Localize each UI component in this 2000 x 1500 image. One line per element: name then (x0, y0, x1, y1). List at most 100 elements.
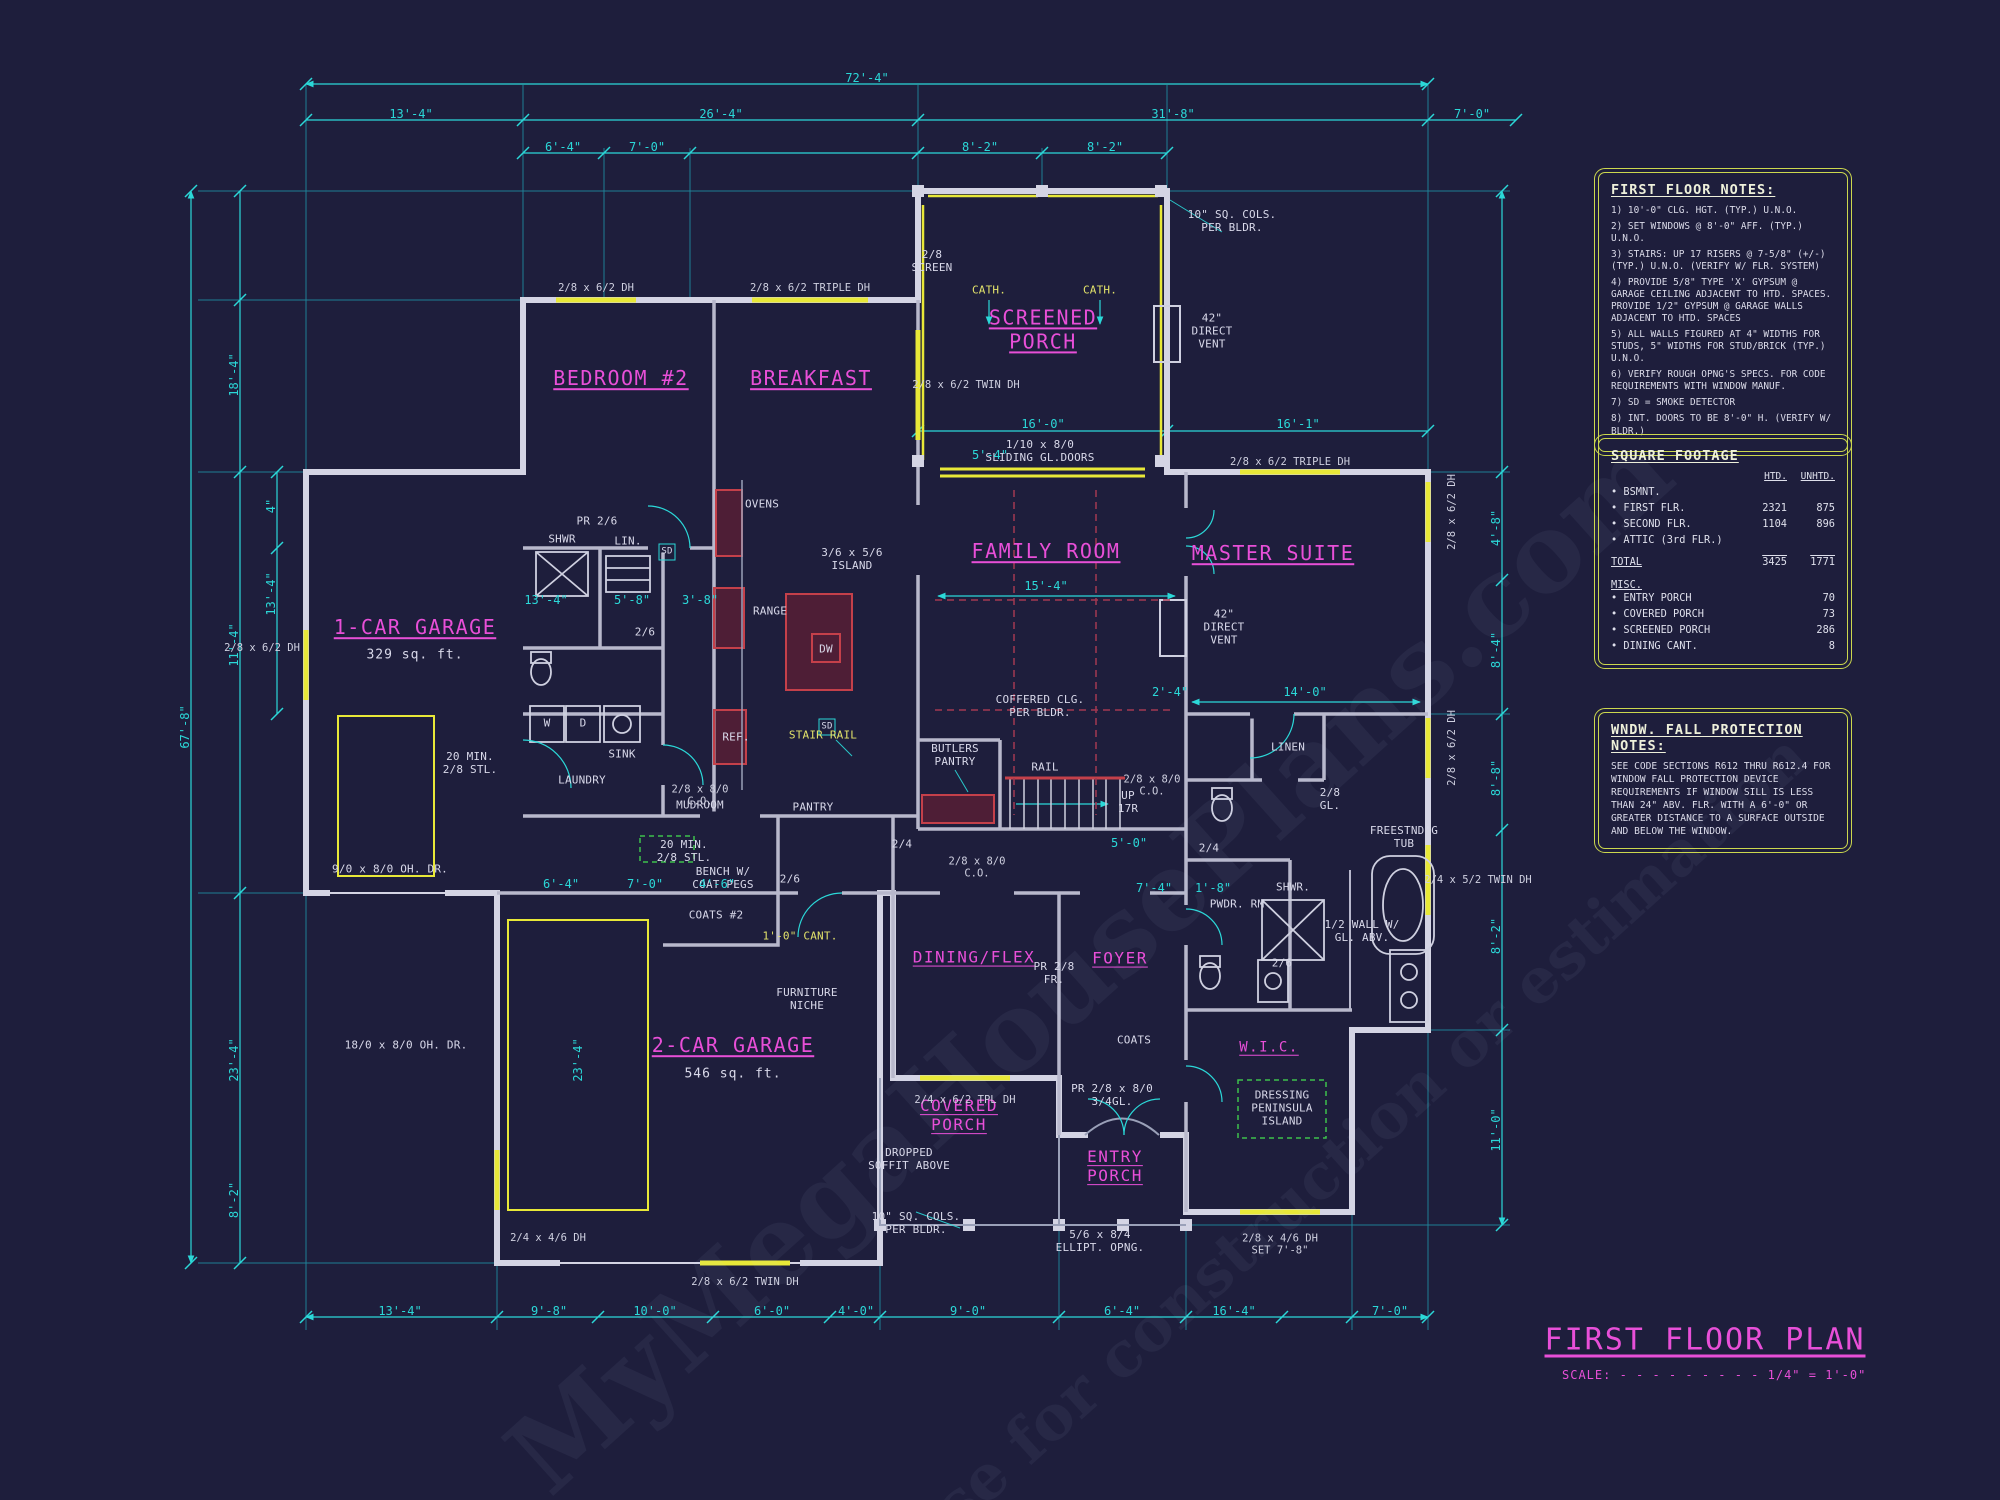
annotation-label: 3/6 x 5/6 ISLAND (821, 546, 883, 572)
door-size-label: 2/6 (1271, 956, 1293, 970)
annotation-label: DROPPED SOFFIT ABOVE (868, 1146, 950, 1172)
sf-row-htd: 1104 (1762, 517, 1787, 530)
dimension-label: 7'-0" (1453, 106, 1491, 121)
sf-row-htd (1739, 485, 1787, 501)
door-size-label: 2/8 GL. (1319, 786, 1341, 812)
window-spec-label: 2/8 x 6/2 TRIPLE DH (749, 281, 871, 294)
dimension-label: 7'-0" (626, 876, 664, 891)
sf-row-unhtd: 875 (1816, 501, 1835, 514)
annotation-label: 20 MIN. 2/8 STL. (442, 750, 498, 776)
annotation-label: PANTRY (792, 800, 834, 814)
annotation-label: REF. (722, 730, 750, 744)
door-swings (522, 505, 1295, 1136)
window-spec-label: 2/8 x 6/2 DH (224, 641, 300, 654)
room-label-wic: W.I.C. (1239, 1039, 1299, 1056)
dimension-label: 72'-4" (845, 70, 889, 85)
window-spec-label: 2/8 x 6/2 TWIN DH (691, 1275, 799, 1288)
room-label-screened-porch: SCREENED PORCH (988, 305, 1098, 353)
annotation-label: 10" SQ. COLS. PER BLDR. (1187, 208, 1277, 234)
dimension-label: 18'-4" (226, 353, 241, 397)
annotation-label: COATS (1116, 1033, 1152, 1047)
annotation-label: FREESTND'G TUB (1369, 824, 1439, 850)
dimension-label: 8'-8" (1488, 759, 1503, 797)
window-spec-label: 2/8 x 6/2 DH (1445, 710, 1458, 786)
dimension-label: 10'-0" (633, 1303, 677, 1318)
annotation-label: PR 2/8 FR. (1033, 960, 1075, 986)
annotation-label: LINEN (1270, 740, 1306, 754)
protection-notes-title: WNDW. FALL PROTECTION NOTES: (1611, 722, 1803, 754)
note-item: 7) SD = SMOKE DETECTOR (1611, 397, 1736, 409)
annotation-label: CATH. (971, 283, 1007, 297)
dimension-label: 8'-4" (1488, 631, 1503, 669)
dimension-extension-lines (198, 85, 1510, 1330)
dimension-label: 11'-4" (226, 623, 241, 667)
dimension-label: 8'-2" (961, 139, 999, 154)
annotation-label: PR 2/6 (576, 514, 618, 528)
annotation-label: 42" DIRECT VENT (1203, 607, 1245, 647)
first-floor-notes-panel: FIRST FLOOR NOTES: 1) 10'-0" CLG. HGT. (… (1594, 168, 1852, 456)
annotation-label: BUTLERS PANTRY (931, 742, 979, 768)
dimension-label: 11'-0" (1488, 1108, 1503, 1152)
dimension-label: 7'-4" (1135, 880, 1173, 895)
annotation-label: 2/8 SCREEN (911, 248, 953, 274)
misc-row-value: 70 (1822, 591, 1835, 604)
misc-row: COVERED PORCH 73 (1611, 607, 1835, 623)
cased-opening-label: 2/8 x 8/0 C.O. (948, 855, 1006, 880)
cased-opening-label: 2/8 x 8/0 C.O. (1123, 773, 1181, 798)
screened-porch-frames (921, 194, 1163, 460)
dimension-label: 13'-4" (378, 1303, 422, 1318)
annotation-label: 1'-0" CANT. (762, 929, 838, 943)
room-label-family-room: FAMILY ROOM (971, 539, 1121, 564)
coffered-ceiling-grid (935, 490, 1172, 815)
sf-total-htd: 3425 (1762, 555, 1787, 568)
dimension-label: 14'-0" (1283, 684, 1327, 699)
room-label-foyer: FOYER (1092, 948, 1148, 968)
square-footage-panel: SQUARE FOOTAGE HTD. UNHTD. BSMNT. FIRST … (1594, 434, 1852, 669)
dimension-label: 9'-8" (530, 1303, 568, 1318)
stairs (1009, 778, 1121, 829)
annotation-label: 42" DIRECT VENT (1191, 311, 1233, 351)
window-spec-label: 2/8 x 4/6 DH SET 7'-8" (1242, 1232, 1318, 1257)
annotation-label: PR 2/8 x 8/0 3/4GL. (1071, 1082, 1153, 1108)
column-header-unhtd: UNHTD. (1800, 471, 1835, 482)
sf-total-label: TOTAL (1611, 555, 1642, 568)
square-footage-row: ATTIC (3rd FLR.) (1611, 533, 1835, 549)
sheet-title: FIRST FLOOR PLAN (1544, 1322, 1866, 1358)
door-size-label: 2/6 (779, 872, 801, 886)
protection-notes-body: SEE CODE SECTIONS R612 THRU R612.4 FOR W… (1611, 761, 1831, 837)
dimension-label: 2'-4" (1151, 684, 1189, 699)
misc-section-label: MISC. (1611, 578, 1642, 591)
annotation-label: UP 17R (1117, 789, 1139, 815)
garage-storage-outlines (337, 715, 649, 1211)
window-fall-protection-panel: WNDW. FALL PROTECTION NOTES: SEE CODE SE… (1594, 708, 1852, 853)
square-footage-row: BSMNT. (1611, 485, 1835, 501)
window-spec-label: 2/4 x 5/2 TWIN DH (1424, 873, 1532, 886)
dimension-label: 8'-2" (1086, 139, 1124, 154)
annotation-label: COATS #2 (688, 908, 744, 922)
smoke-detector-label: SD (821, 721, 833, 732)
annotation-label: BENCH W/ COAT PEGS (692, 865, 754, 891)
dimension-label: 5'-0" (1110, 835, 1148, 850)
annotation-label: 20 MIN. 2/8 STL. (656, 838, 712, 864)
room-label-master-suite: MASTER SUITE (1191, 541, 1355, 566)
dimension-label: 26'-4" (699, 106, 743, 121)
note-item: 3) STAIRS: UP 17 RISERS @ 7-5/8" (+/-) (… (1611, 249, 1826, 273)
misc-row-value: 73 (1822, 607, 1835, 620)
dimension-label: 4'-8" (1488, 509, 1503, 547)
window-spec-label: 2/8 x 6/2 DH (1445, 474, 1458, 550)
sf-row-unhtd: 896 (1816, 517, 1835, 530)
dimension-label: 13'-4" (389, 106, 433, 121)
sf-row-htd (1739, 533, 1787, 549)
dimension-label: 3'-8" (681, 592, 719, 607)
square-footage-row: FIRST FLR. 2321 875 (1611, 501, 1835, 517)
annotation-label: 10" SQ. COLS. PER BLDR. (871, 1210, 961, 1236)
door-size-label: 2/4 (1198, 841, 1220, 855)
window-glazing (303, 297, 1431, 1266)
square-footage-title: SQUARE FOOTAGE (1611, 448, 1739, 464)
sf-row-unhtd (1787, 485, 1835, 501)
dimension-label: 8'-2" (226, 1181, 241, 1219)
annotation-label: SHWR (548, 532, 576, 546)
sf-row-htd: 2321 (1762, 501, 1787, 514)
